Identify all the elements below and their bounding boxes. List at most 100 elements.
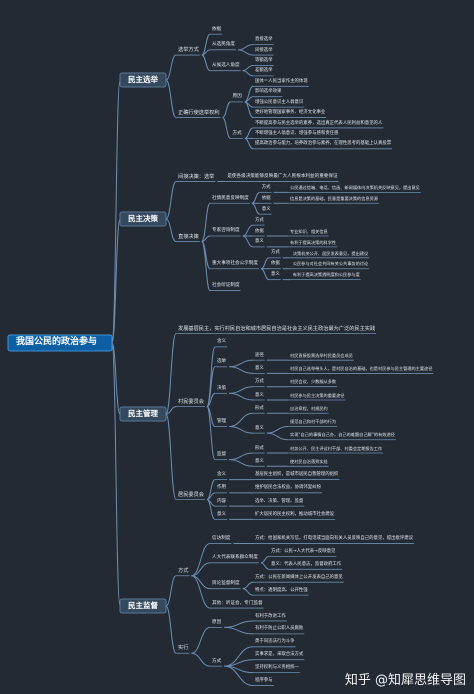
branch-1-1-3-connector <box>201 240 211 292</box>
branch-2-1-3-node: 管理 <box>216 418 227 424</box>
branch-1-topic: 民主决策 <box>128 213 158 223</box>
branch-3-0-1-1-node: 意义：代表人民意志，监督政府工作 <box>270 561 342 567</box>
branch-0-topic: 民主选举 <box>128 74 158 84</box>
branch-3-0-2-0-node: 方式：公民在新闻媒体上公开发表自己的意见 <box>255 574 343 580</box>
branch-2-2-0-0-node: 基层民主组织，是城市居民自我管理的组织 <box>255 472 339 478</box>
branch-0-1-1-node: 方式 <box>232 130 242 136</box>
branch-2-2-0-node: 含义 <box>216 472 227 478</box>
branch-2-1-3-1-0-node: 规范自己和村干部的行为 <box>290 419 337 425</box>
branch-0-0-1-1-node: 间接选举 <box>255 47 273 53</box>
branch-1-1-2-0-connector <box>260 257 270 270</box>
branch-3-1-1-1-node: 实事求是，采取合法方式 <box>255 652 304 658</box>
branch-2-2-node: 居民委员会 <box>178 491 204 498</box>
branch-3-0-1-node: 人大代表联系群众制度 <box>212 555 258 561</box>
branch-2-1-2-1-node: 意义 <box>255 392 264 398</box>
branch-0-1-0-connector <box>222 101 231 119</box>
branch-1-1-2-0-0-node: 决策机关公开、居民发表意见，提出建议 <box>292 250 369 256</box>
branch-2-2-1-node: 作用 <box>216 485 227 491</box>
branch-2-1-node: 村民委员会 <box>178 398 204 405</box>
branch-2-1-1-connector <box>206 366 216 408</box>
branch-2-1-2-0-connector <box>229 386 254 394</box>
branch-2-1-1-node: 选举 <box>216 359 227 365</box>
branch-3-0-2-1-node: 特点：透明度高、公开性强 <box>255 587 308 593</box>
branch-3-1-1-2-node: 坚持权利与义务相统一 <box>255 665 299 671</box>
branch-1-1-0-2-connector <box>251 202 260 215</box>
branch-0-0-2-1-node: 差额选举 <box>255 68 273 74</box>
branch-2-1-1-1-node: 意义 <box>255 366 264 371</box>
branch-2-1-0-connector <box>206 346 216 408</box>
branch-2-1-2-1-connector <box>229 392 254 401</box>
branch-3-connector <box>111 342 121 607</box>
branch-2-1-4-1-connector <box>229 459 254 467</box>
branch-0-0-1-0-node: 直接选举 <box>255 37 273 43</box>
branch-3-1-1-3-node: 程序参与 <box>255 678 273 684</box>
branch-3-0-0-node: 信访制度 <box>212 535 231 541</box>
branch-2-1-2-1-0-node: 村民参与民主决策的重要途径 <box>290 392 345 398</box>
branch-3-0-1-1-connector <box>260 562 270 570</box>
branch-1-1-0-1-node: 依据 <box>261 195 271 201</box>
root-topic: 我国公民的政治参与 <box>16 337 98 348</box>
branch-3-1-1-node: 方式 <box>212 658 222 664</box>
branch-0-0-2-0-connector <box>242 64 254 72</box>
branch-3-0-connector <box>165 575 177 607</box>
branch-1-1-0-0-node: 方式 <box>261 184 271 190</box>
branch-0-1-connector <box>165 79 177 119</box>
branch-2-2-1-0-node: 维护居民合法权益，协调邻里纠纷 <box>255 485 321 491</box>
branch-0-1-0-1-node: 影响选举效果 <box>255 89 282 95</box>
branch-3-0-1-0-node: 方式：公民→人大代表→反映意见 <box>270 548 336 554</box>
branch-0-0-1-node: 从选民角度 <box>212 42 235 48</box>
branch-0-0-2-0-node: 等额选举 <box>255 58 273 64</box>
branch-2-topic: 民主管理 <box>128 408 158 418</box>
branch-3-1-1-3-connector <box>224 665 254 687</box>
branch-3-1-0-node: 原因 <box>212 619 222 625</box>
branch-2-1-3-1-connector <box>229 426 254 434</box>
branch-2-0-connector <box>165 333 177 415</box>
branch-2-1-2-0-node: 方式 <box>255 379 264 385</box>
branch-1-1-1-0-node: 方式 <box>255 217 264 223</box>
branch-3-1-0-1-node: 有利于防止公职人员腐败 <box>255 626 304 632</box>
branch-2-1-0-node: 含义 <box>216 339 227 345</box>
branch-3-1-0-0-node: 有利于改进工作 <box>255 613 286 619</box>
branch-2-1-4-0-0-node: 村务公开、民主评议村干部、村委会定期报告工作 <box>290 445 383 451</box>
branch-1-1-0-0-0-node: 公民通过信箱、电话、信函、新闻媒体向决策机关反映意见，提出意见 <box>290 185 420 191</box>
branch-3-0-1-connector <box>191 562 211 577</box>
branch-1-0-node: 间接决策：选举 <box>178 173 215 180</box>
branch-1-1-1-0-connector <box>242 224 254 237</box>
branch-2-2-2-node: 内容 <box>216 498 227 504</box>
branch-0-1-1-2-node: 提高政治参与能力，培养政治参与素养，在理性思考的基础上认真投票 <box>255 141 392 147</box>
branch-1-1-2-1-node: 依据 <box>270 261 280 267</box>
branch-2-1-2-node: 决策 <box>216 385 227 391</box>
branch-1-connector <box>111 218 121 344</box>
branch-2-2-3-0-node: 扩大居民的民主权利，推动城市社会建设 <box>255 511 335 517</box>
branch-1-1-0-0-connector <box>251 191 260 204</box>
branch-3-1-1-0-node: 勇于同违法行为斗争 <box>255 639 295 645</box>
branch-0-0-1-0-connector <box>237 44 254 51</box>
branch-3-1-0-0-connector <box>224 620 254 628</box>
branch-2-1-4-connector <box>206 406 216 461</box>
branch-1-1-node: 直接决策 <box>178 233 199 240</box>
branch-3-topic: 民主监督 <box>128 600 158 610</box>
branch-1-1-2-node: 重大事项社会公示制度 <box>212 261 258 267</box>
branch-1-1-1-2-0-node: 有利于提高决策的科学性 <box>290 239 337 245</box>
branch-0-0-2-1-connector <box>242 70 254 77</box>
branch-1-0-connector <box>165 180 177 220</box>
branch-0-1-0-2-node: 增强公民意识主人翁意识 <box>255 99 304 105</box>
branch-3-0-2-connector <box>191 575 211 590</box>
branch-3-0-2-node: 舆论监督制度 <box>212 581 240 587</box>
branch-0-1-1-2-connector <box>244 137 254 150</box>
branch-2-1-3-1-1-node: 实现“自己的事情自己办，自己的难题自己解”的有效途径 <box>290 432 395 438</box>
branch-1-1-0-2-node: 意义 <box>261 206 271 212</box>
branch-0-0-connector <box>165 54 177 81</box>
branch-0-1-0-node: 原因 <box>232 94 242 100</box>
branch-2-1-4-node: 监督 <box>216 452 227 458</box>
branch-1-1-2-2-connector <box>260 268 270 281</box>
branch-3-0-2-0-connector <box>242 581 254 590</box>
branch-1-1-0-node: 社情民意反映制度 <box>212 195 249 201</box>
branch-1-1-2-2-0-node: 有利于提高决策透明度和公民参与度 <box>292 272 360 278</box>
branch-3-0-0-connector <box>191 542 211 577</box>
branch-1-0-0-node: 是使各级决策能够反映最广大人民根本利益的重要保证 <box>227 173 338 179</box>
branch-3-1-0-1-connector <box>224 626 254 635</box>
branch-0-1-1-0-node: 不断提高参与民主选举的素养，选出真正代表人民利益和意见的人 <box>255 120 383 126</box>
branch-0-1-0-3-node: 更好地管理国家事务、经济文化事业 <box>255 110 326 116</box>
branch-0-0-2-connector <box>201 54 211 72</box>
